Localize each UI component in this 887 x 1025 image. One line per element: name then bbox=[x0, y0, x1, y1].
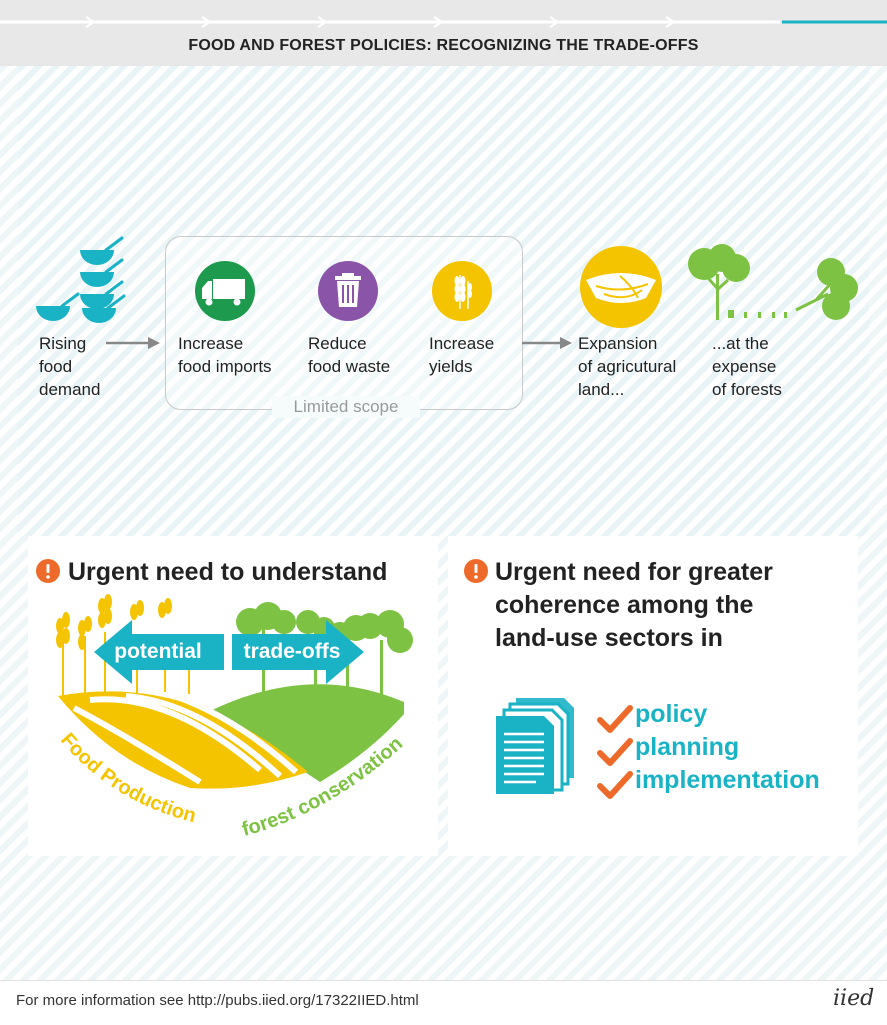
truck-icon bbox=[195, 261, 255, 321]
deforestation-trees-icon bbox=[688, 244, 858, 320]
check-icon-implementation bbox=[597, 771, 633, 799]
tradeoffs-illustration: potential trade-offs Food Production for… bbox=[56, 594, 413, 841]
agricultural-land-icon bbox=[580, 246, 662, 328]
arrow-1 bbox=[106, 337, 160, 349]
check-planning: planning bbox=[635, 733, 740, 761]
arrow-2 bbox=[522, 337, 572, 349]
understand-heading: Urgent need to understand bbox=[68, 558, 388, 586]
alert-icon-left bbox=[36, 559, 60, 583]
waste-bin-icon bbox=[318, 261, 378, 321]
check-implementation: implementation bbox=[635, 766, 820, 794]
coherence-card bbox=[448, 536, 858, 856]
bowls-icon bbox=[36, 236, 126, 323]
page-title: FOOD AND FOREST POLICIES: RECOGNIZING TH… bbox=[188, 37, 699, 54]
check-icon-policy bbox=[597, 705, 633, 733]
check-policy: policy bbox=[635, 700, 708, 728]
alert-icon-right bbox=[464, 559, 488, 583]
iied-logo: iied bbox=[833, 986, 875, 1011]
progress-arrows bbox=[0, 16, 887, 28]
check-icon-planning bbox=[597, 738, 633, 766]
top-bar bbox=[0, 0, 887, 66]
wheat-icon bbox=[432, 261, 492, 321]
coherence-heading: Urgent need for greater coherence among … bbox=[495, 558, 773, 652]
footer-link[interactable]: For more information see http://pubs.iie… bbox=[16, 992, 419, 1009]
limited-scope-label: Limited scope bbox=[272, 396, 420, 418]
tradeoffs-text: trade-offs bbox=[244, 640, 341, 663]
footer bbox=[0, 980, 887, 1025]
potential-text: potential bbox=[114, 640, 202, 663]
documents-icon bbox=[496, 698, 574, 794]
